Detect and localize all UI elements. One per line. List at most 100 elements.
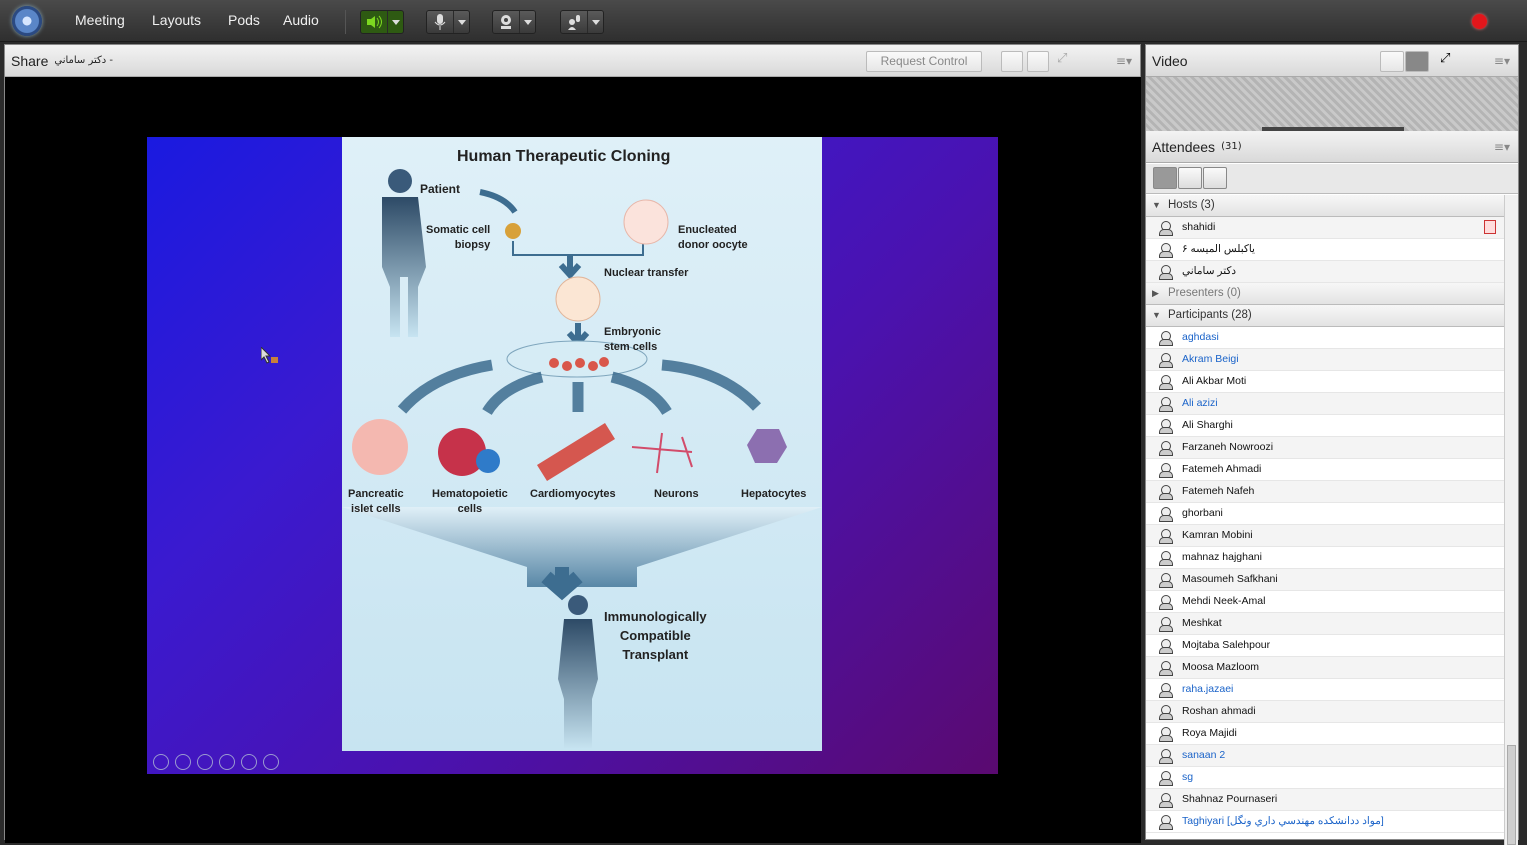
list-item[interactable]: دکتر ساماني (1146, 261, 1504, 283)
previous-slide-icon[interactable] (153, 754, 169, 770)
recording-indicator-icon[interactable] (1472, 14, 1487, 29)
list-item[interactable]: Meshkat (1146, 613, 1504, 635)
zoom-icon[interactable] (241, 754, 257, 770)
list-item[interactable]: Shahnaz Pournaseri (1146, 789, 1504, 811)
participant-name: Roshan ahmadi (1182, 705, 1256, 717)
cloning-figure: Human Therapeutic Cloning Patient Somati… (342, 137, 822, 751)
label-patient: Patient (420, 182, 461, 196)
participant-name: Kamran Mobini (1182, 529, 1253, 541)
menu-pods[interactable]: Pods (228, 12, 260, 28)
video-options-icon[interactable]: ≡▾ (1493, 54, 1510, 68)
microphone-button[interactable] (426, 10, 470, 34)
video-pod-header: Video ⤢ ≡▾ (1146, 45, 1518, 77)
presenters-group[interactable]: ▶Presenters (0) (1146, 283, 1504, 305)
top-menu-bar: Meeting Layouts Pods Audio (0, 0, 1527, 42)
webcam-icon (493, 11, 519, 33)
status-view-icon[interactable] (1203, 167, 1227, 189)
user-icon (1158, 727, 1173, 742)
user-icon (1158, 463, 1173, 478)
label-nuclear-transfer: Nuclear transfer (604, 267, 689, 279)
video-pod-title: Video (1152, 52, 1188, 69)
participant-name: Akram Beigi (1182, 353, 1239, 365)
list-item[interactable]: ghorbani (1146, 503, 1504, 525)
video-scrollbar[interactable] (1262, 127, 1404, 131)
list-item[interactable]: mahnaz hajghani (1146, 547, 1504, 569)
webcam-button[interactable] (492, 10, 536, 34)
fit-page-icon[interactable] (1027, 51, 1049, 72)
raise-hand-dropdown[interactable] (587, 11, 603, 33)
next-slide-icon[interactable] (175, 754, 191, 770)
list-item[interactable]: Ali azizi (1146, 393, 1504, 415)
list-item[interactable]: shahidi (1146, 217, 1504, 239)
label-somatic-cell-biopsy: Somatic cell biopsy (426, 224, 491, 251)
breakout-view-icon[interactable] (1178, 167, 1202, 189)
fullscreen-icon[interactable]: ⤢ (1057, 51, 1068, 66)
label-neurons: Neurons (654, 488, 699, 500)
list-item[interactable]: Fatemeh Nafeh (1146, 481, 1504, 503)
list-item[interactable]: Fatemeh Ahmadi (1146, 459, 1504, 481)
grid-view-icon[interactable] (1380, 51, 1404, 72)
participant-name: Mehdi Neek-Amal (1182, 595, 1266, 607)
list-item[interactable]: Roya Majidi (1146, 723, 1504, 745)
list-item[interactable]: Taghiyari [مواد ددانشکده مهندسي داري ونگ… (1146, 811, 1504, 833)
page-tool-icon[interactable] (219, 754, 235, 770)
microphone-dropdown[interactable] (453, 11, 469, 33)
slide: Human Therapeutic Cloning Patient Somati… (147, 137, 998, 774)
fit-width-icon[interactable] (1001, 51, 1023, 72)
list-item[interactable]: raha.jazaei (1146, 679, 1504, 701)
share-pod-header: Share دکتر ساماني - Request Control ⤢ ≡▾ (5, 45, 1140, 77)
request-control-button[interactable]: Request Control (866, 51, 982, 72)
list-item[interactable]: Masoumeh Safkhani (1146, 569, 1504, 591)
participant-name: Taghiyari [مواد ددانشکده مهندسي داري ونگ… (1182, 815, 1384, 827)
speaker-dropdown[interactable] (387, 11, 403, 33)
list-item[interactable]: Akram Beigi (1146, 349, 1504, 371)
presenter-edit-icon (1484, 220, 1496, 234)
user-icon (1158, 441, 1173, 456)
participants-group[interactable]: ▼Participants (28) (1146, 305, 1504, 327)
attendee-list: ▼Hosts (3) shahidi ياکبلس الميسه ۶ دکتر … (1146, 195, 1504, 845)
list-item[interactable]: ياکبلس الميسه ۶ (1146, 239, 1504, 261)
user-icon (1158, 353, 1173, 368)
list-item[interactable]: Farzaneh Nowroozi (1146, 437, 1504, 459)
attendee-scrollbar[interactable] (1504, 195, 1518, 845)
slide-controls (153, 754, 279, 770)
video-area (1146, 77, 1518, 131)
list-item[interactable]: Kamran Mobini (1146, 525, 1504, 547)
list-item[interactable]: sg (1146, 767, 1504, 789)
participant-name: Moosa Mazloom (1182, 661, 1260, 673)
attendees-header: Attendees (31) ≡▾ (1146, 131, 1518, 163)
list-item[interactable]: Mehdi Neek-Amal (1146, 591, 1504, 613)
list-item[interactable]: aghdasi (1146, 327, 1504, 349)
draw-tool-icon[interactable] (197, 754, 213, 770)
hosts-label: Hosts (3) (1168, 199, 1215, 211)
hosts-group[interactable]: ▼Hosts (3) (1146, 195, 1504, 217)
list-item[interactable]: Ali Akbar Moti (1146, 371, 1504, 393)
user-icon (1158, 705, 1173, 720)
microphone-icon (427, 11, 453, 33)
participant-name: sg (1182, 771, 1194, 783)
menu-audio[interactable]: Audio (283, 12, 319, 28)
raise-hand-button[interactable] (560, 10, 604, 34)
filmstrip-view-icon[interactable] (1405, 51, 1429, 72)
list-view-icon[interactable] (1153, 167, 1177, 189)
list-item[interactable]: sanaan 2 (1146, 745, 1504, 767)
video-fullscreen-icon[interactable]: ⤢ (1440, 51, 1451, 66)
speaker-icon (361, 11, 387, 33)
list-item[interactable]: Mojtaba Salehpour (1146, 635, 1504, 657)
webcam-dropdown[interactable] (519, 11, 535, 33)
list-item[interactable]: Ali Sharghi (1146, 415, 1504, 437)
more-options-icon[interactable] (263, 754, 279, 770)
menu-meeting[interactable]: Meeting (75, 12, 125, 28)
share-options-icon[interactable]: ≡▾ (1115, 54, 1132, 68)
speaker-button[interactable] (360, 10, 404, 34)
attendees-options-icon[interactable]: ≡▾ (1493, 140, 1510, 154)
list-item[interactable]: Moosa Mazloom (1146, 657, 1504, 679)
participant-name: Ali Akbar Moti (1182, 375, 1247, 387)
app-logo-icon[interactable] (12, 6, 42, 36)
scrollbar-thumb[interactable] (1507, 745, 1516, 845)
user-icon (1158, 243, 1173, 258)
list-item[interactable]: Roshan ahmadi (1146, 701, 1504, 723)
menu-layouts[interactable]: Layouts (152, 12, 202, 28)
user-icon (1158, 771, 1173, 786)
